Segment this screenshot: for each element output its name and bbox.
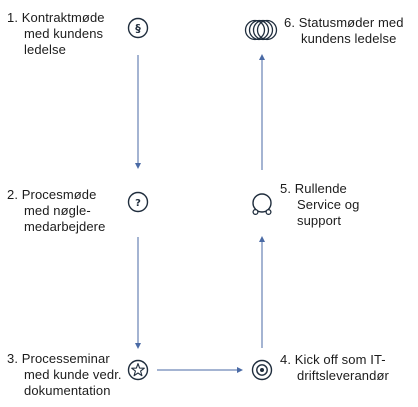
paragraph-section-icon: § [127, 17, 149, 39]
ring-with-handles-icon [252, 193, 272, 216]
step-5-line-1: Rullende [294, 181, 347, 196]
svg-text:§: § [135, 22, 141, 35]
overlapping-circles-icon [244, 19, 278, 41]
step-5-number: 5. [280, 181, 292, 196]
step-4-line-1: Kick off som IT- [294, 352, 386, 367]
target-icon [251, 359, 273, 381]
step-1-line-3: ledelse [24, 42, 66, 57]
step-4-number: 4. [280, 352, 292, 367]
step-2-line-3: medarbejdere [24, 219, 106, 234]
step-6-label: 6. Statusmøder med kundens ledelse [284, 15, 404, 47]
step-6-line-2: kundens ledelse [301, 31, 397, 46]
step-5-line-3: support [297, 213, 342, 228]
step-2-line-2: med nøgle- [24, 203, 91, 218]
step-4-line-2: driftsleverandør [297, 368, 389, 383]
step-3-line-1: Processeminar [21, 351, 110, 366]
step-1-line-2: med kundens [24, 26, 104, 41]
step-3-line-2: med kunde vedr. [24, 367, 122, 382]
step-6-number: 6. [284, 15, 296, 30]
step-4-label: 4. Kick off som IT- driftsleverandør [280, 352, 389, 384]
step-3-number: 3. [7, 351, 19, 366]
step-1-label: 1. Kontraktmøde med kundens ledelse [7, 10, 105, 58]
step-1-number: 1. [7, 10, 19, 25]
step-5-line-2: Service og [297, 197, 360, 212]
step-5-label: 5. Rullende Service og support [280, 181, 359, 229]
step-6-line-1: Statusmøder med [298, 15, 404, 30]
step-2-line-1: Procesmøde [21, 187, 97, 202]
svg-text:?: ? [135, 198, 141, 209]
step-3-line-3: dokumentation [24, 383, 111, 398]
step-2-label: 2. Procesmøde med nøgle- medarbejdere [7, 187, 105, 235]
step-2-number: 2. [7, 187, 19, 202]
step-3-label: 3. Processeminar med kunde vedr. dokumen… [7, 351, 122, 399]
question-mark-icon: ? [127, 191, 149, 213]
step-1-line-1: Kontraktmøde [21, 10, 105, 25]
star-icon [127, 359, 149, 381]
